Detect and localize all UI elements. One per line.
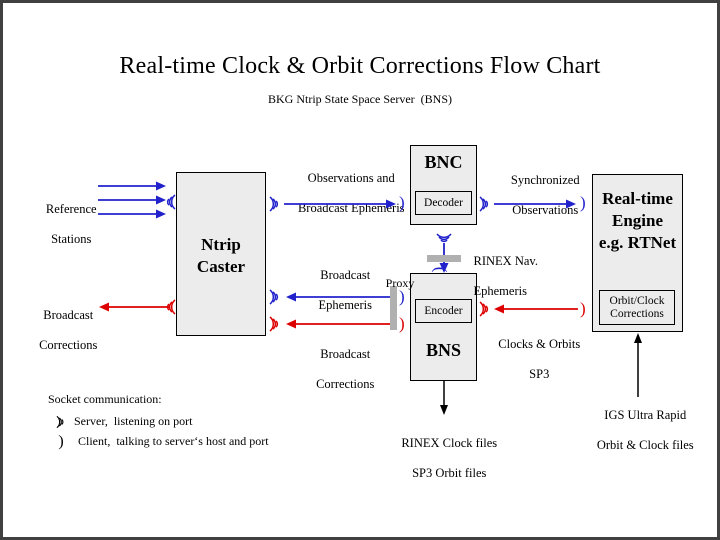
proxy-label: Proxy (385, 276, 415, 291)
server-antenna-icon (479, 196, 489, 212)
client-paren-icon: ) (58, 433, 64, 450)
reference-stations-arrows (98, 181, 166, 219)
legend-heading: Socket communication: (48, 392, 162, 406)
client-paren-icon: ) (399, 193, 405, 212)
ntrip-caster-label-line1: Ntrip (201, 235, 241, 254)
rtnet-label-line3: e.g. RTNet (598, 233, 677, 252)
client-paren-icon: ) (428, 266, 448, 273)
broadcast-corrections-left-label: Broadcast Corrections (39, 308, 98, 352)
server-antenna-icon (48, 413, 74, 433)
rinex-nav-label: RINEX Nav. Ephemeris (473, 254, 538, 298)
client-paren-icon: ) (399, 314, 405, 333)
proxy-bar-vertical (390, 286, 397, 330)
encoder-box[interactable]: Encoder (415, 299, 472, 323)
reference-stations-label: Reference Stations (45, 202, 97, 246)
rtnet-label-line1: Real-time (602, 189, 673, 208)
synchronized-observations-arrow (494, 199, 576, 209)
observations-label: Observations and Broadcast Ephemeris (297, 171, 405, 215)
server-antenna-icon (269, 316, 279, 332)
legend-client-text: Client, talking to server‘s host and por… (78, 434, 269, 448)
client-paren-icon: ) (580, 299, 586, 318)
igs-label: IGS Ultra Rapid Orbit & Clock files (596, 408, 694, 452)
bns-box[interactable]: BNS (410, 273, 477, 381)
client-paren-icon: ) (399, 287, 405, 306)
proxy-bar-horizontal (427, 255, 461, 262)
server-antenna-icon (166, 299, 176, 315)
rinex-files-label: RINEX Clock files SP3 Orbit files (401, 436, 498, 480)
legend-server-text: Server, listening on port (74, 414, 193, 428)
server-antenna-icon (479, 301, 489, 317)
observations-arrow (284, 199, 396, 209)
rinex-files-arrow (440, 381, 448, 415)
orbit-clock-line2: Corrections (610, 307, 664, 320)
client-paren-icon: ) (580, 193, 586, 212)
decoder-box[interactable]: Decoder (415, 191, 472, 215)
decoder-label: Decoder (424, 196, 463, 209)
broadcast-ephemeris-arrow (286, 292, 396, 302)
server-antenna-icon (269, 289, 279, 305)
broadcast-corrections-mid-arrow (286, 319, 396, 329)
page-subtitle: BKG Ntrip State Space Server (BNS) (268, 92, 452, 106)
bns-label: BNS (425, 340, 461, 360)
broadcast-corrections-left-arrow (99, 302, 169, 312)
server-antenna-icon (269, 196, 279, 212)
ntrip-caster-label-line2: Caster (196, 257, 246, 276)
server-antenna-icon (166, 194, 176, 210)
orbit-clock-line1: Orbit/Clock (609, 294, 665, 307)
clocks-orbits-arrow (494, 304, 578, 314)
rtnet-label-line2: Engine (611, 211, 664, 230)
orbit-clock-corrections-box[interactable]: Orbit/Clock Corrections (599, 290, 675, 325)
ntrip-caster-box[interactable]: Ntrip Caster (176, 172, 266, 336)
broadcast-ephemeris-label: Broadcast Ephemeris (318, 268, 372, 312)
synchronized-observations-label: Synchronized Observations (510, 173, 580, 217)
server-antenna-icon-down (436, 233, 452, 243)
encoder-label: Encoder (424, 304, 463, 317)
broadcast-corrections-mid-label: Broadcast Corrections (316, 347, 375, 391)
bnc-label: BNC (424, 152, 463, 172)
clocks-orbits-label: Clocks & Orbits SP3 (498, 337, 581, 381)
igs-arrow (634, 333, 642, 397)
page-title: Real-time Clock & Orbit Corrections Flow… (119, 53, 601, 79)
